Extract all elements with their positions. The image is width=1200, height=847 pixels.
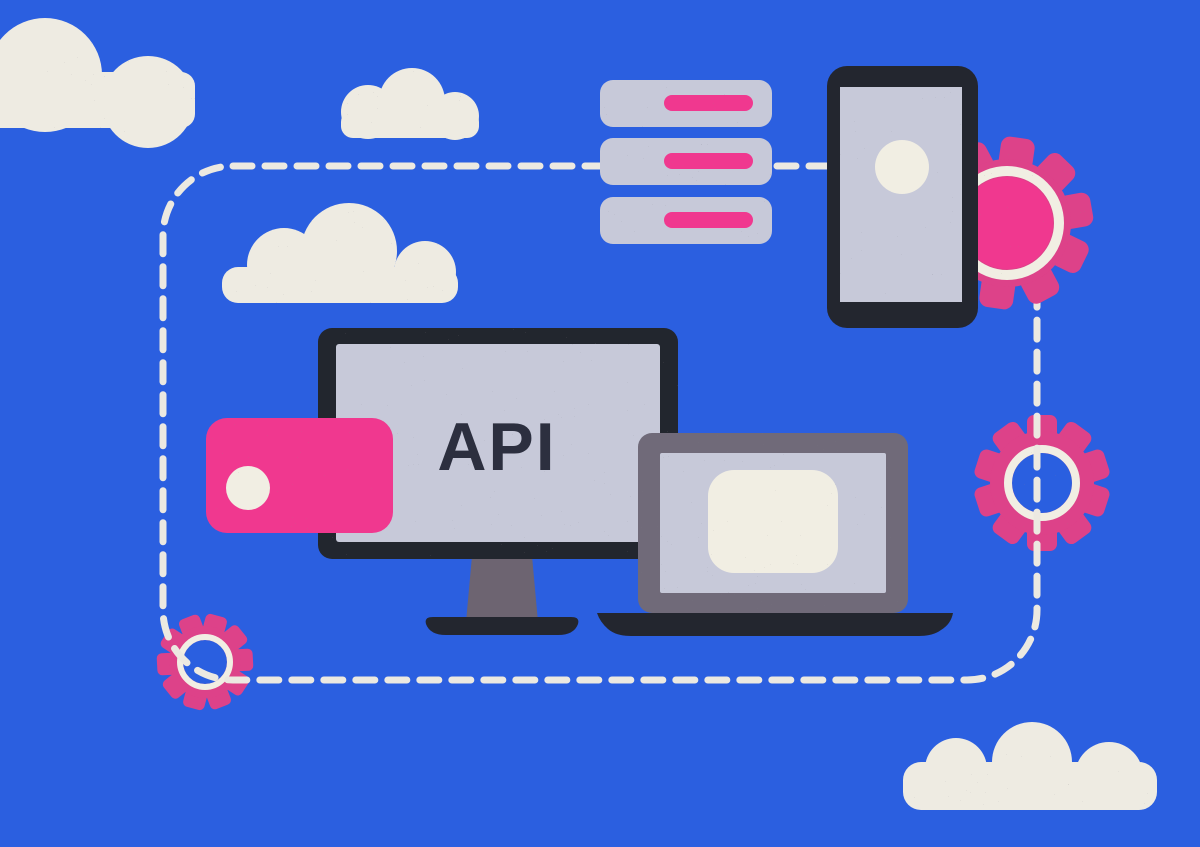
- cloud-top-left-icon: [0, 18, 195, 148]
- phone-screen-dot: [875, 140, 929, 194]
- server-stack-icon: [600, 80, 772, 244]
- laptop-base: [597, 613, 953, 636]
- cloud-top-middle-icon: [341, 68, 479, 140]
- payment-card-icon: [206, 418, 393, 533]
- smartphone-icon: [827, 66, 978, 328]
- cloud-mid-left-icon: [222, 203, 458, 303]
- laptop-icon: [597, 433, 953, 636]
- monitor-base: [425, 617, 579, 635]
- gear-middle-right-icon: [974, 415, 1110, 551]
- desktop-monitor-icon: API: [318, 328, 678, 635]
- gear-bottom-left-icon: [156, 613, 254, 711]
- monitor-stand: [466, 556, 538, 622]
- api-label: API: [437, 409, 556, 485]
- cloud-bottom-right-icon: [903, 722, 1157, 810]
